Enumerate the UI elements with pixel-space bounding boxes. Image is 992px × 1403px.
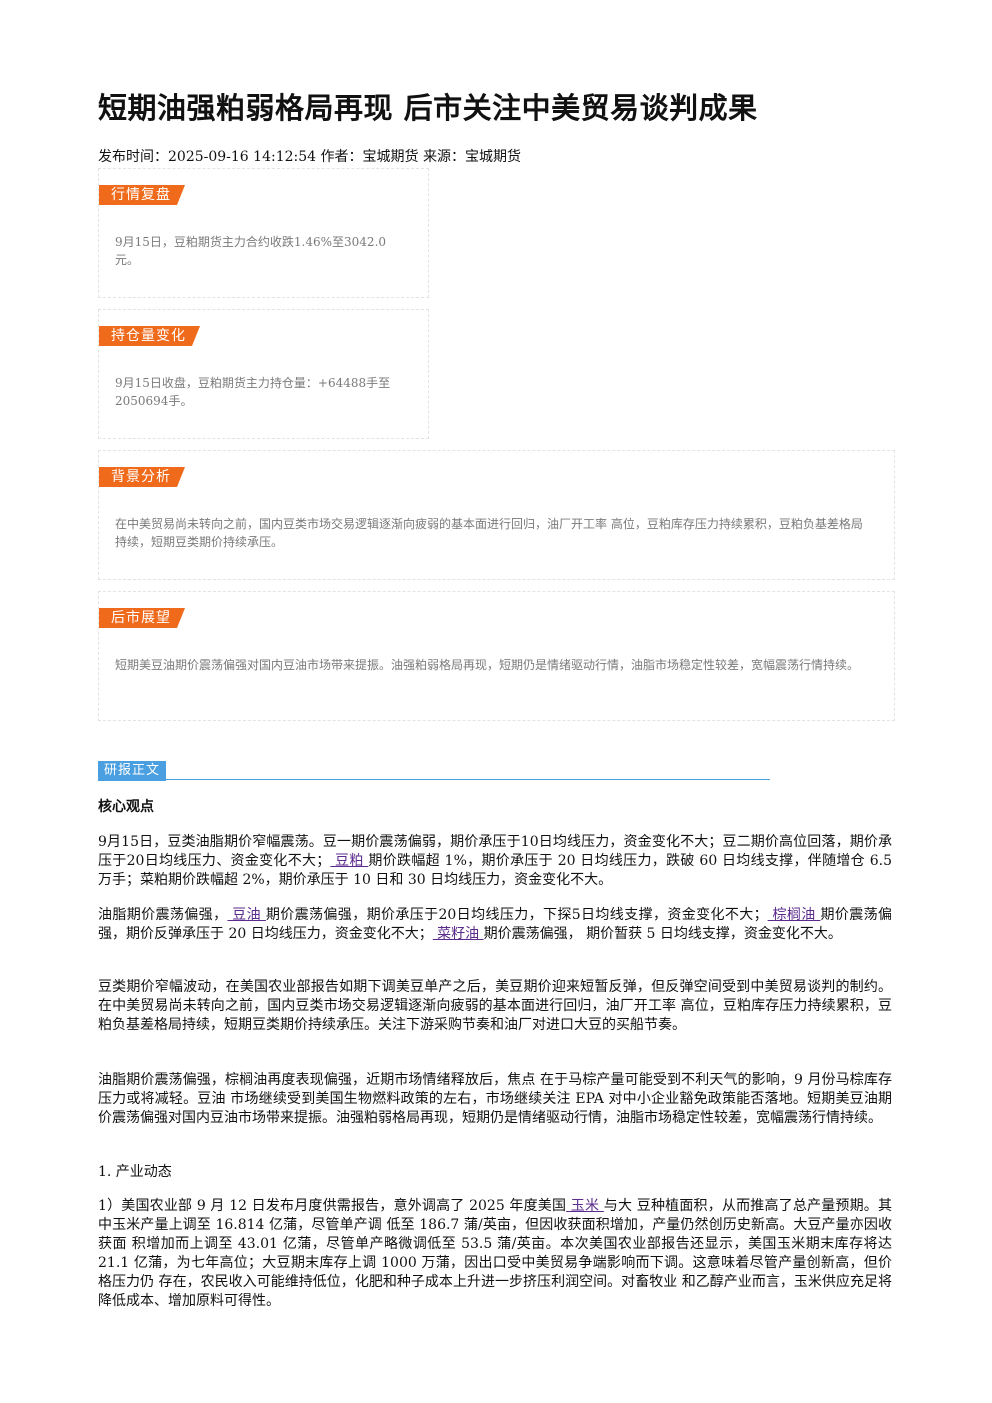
article-meta: 发布时间：2025-09-16 14:12:54 作者：宝城期货 来源：宝城期货 bbox=[98, 149, 521, 165]
summary-box-outlook: 后市展望 短期美豆油期价震荡偏强对国内豆油市场带来提振。油强粕弱格局再现，短期仍… bbox=[98, 591, 895, 721]
link-corn[interactable]: 玉米 bbox=[566, 1198, 604, 1214]
paragraph-2: 油脂期价震荡偏强， 豆油 期价震荡偏强，期价承压于20日均线压力，下探5日均线支… bbox=[98, 906, 892, 944]
paragraph-3: 豆类期价窄幅波动，在美国农业部报告如期下调美豆单产之后，美豆期价迎来短暂反弹，但… bbox=[98, 979, 892, 1033]
core-viewpoint-heading: 核心观点 bbox=[98, 799, 154, 815]
link-soybean-oil[interactable]: 豆油 bbox=[227, 907, 266, 923]
open-interest-text: 9月15日收盘，豆粕期货主力持仓量：+64488手至2050694手。 bbox=[115, 376, 391, 408]
tag-open-interest: 持仓量变化 bbox=[99, 326, 200, 346]
p1-text-a: 9月15日，豆类油脂期价窄幅震荡。豆一期价震荡偏弱，期价承压于10日均线压力，资… bbox=[98, 834, 892, 869]
tag-background: 背景分析 bbox=[99, 467, 185, 487]
p6-text-a: 1）美国农业部 9 月 12 日发布月度供需报告，意外调高了 2025 年度美国 bbox=[98, 1198, 567, 1214]
p2-text-a: 油脂期价震荡偏强， bbox=[98, 907, 228, 923]
section-heading-industry: 1. 产业动态 bbox=[98, 1164, 172, 1180]
paragraph-6: 1）美国农业部 9 月 12 日发布月度供需报告，意外调高了 2025 年度美国… bbox=[98, 1197, 892, 1311]
market-review-text: 9月15日，豆粕期货主力合约收跌1.46%至3042.0元。 bbox=[115, 235, 387, 267]
link-soymeal[interactable]: 豆粕 bbox=[330, 853, 369, 869]
background-text: 在中美贸易尚未转向之前，国内豆类市场交易逻辑逐渐向疲弱的基本面进行回归，油厂开工… bbox=[115, 517, 863, 549]
p2-text-d: 期价震荡偏强， 期价暂获 5 日均线支撑，资金变化不大。 bbox=[483, 926, 842, 942]
paragraph-4: 油脂期价震荡偏强，棕榈油再度表现偏强，近期市场情绪释放后，焦点 在于马棕产量可能… bbox=[98, 1072, 892, 1126]
summary-box-market-review: 行情复盘 9月15日，豆粕期货主力合约收跌1.46%至3042.0元。 bbox=[98, 168, 429, 298]
outlook-text: 短期美豆油期价震荡偏强对国内豆油市场带来提振。油强粕弱格局再现，短期仍是情绪驱动… bbox=[115, 658, 860, 672]
report-section-tag: 研报正文 bbox=[98, 761, 167, 781]
tag-market-review: 行情复盘 bbox=[99, 185, 185, 205]
link-palm-oil[interactable]: 棕榈油 bbox=[767, 907, 821, 923]
p2-text-c: 期价震荡偏强，期价反弹承压于 20 日均线压力，资金变化不大； bbox=[98, 907, 893, 942]
link-rapeseed-oil[interactable]: 菜籽油 bbox=[432, 926, 484, 942]
p6-text-b: 与大 豆种植面积，从而推高了总产量预期。其中玉米产量上调至 16.814 亿蒲，… bbox=[98, 1198, 892, 1309]
summary-box-background: 背景分析 在中美贸易尚未转向之前，国内豆类市场交易逻辑逐渐向疲弱的基本面进行回归… bbox=[98, 450, 895, 580]
p1-text-b: 期价跌幅超 1%，期价承压于 20 日均线压力，跌破 60 日均线支撑，伴随增仓… bbox=[98, 853, 892, 888]
tag-outlook: 后市展望 bbox=[99, 608, 185, 628]
section-divider bbox=[98, 779, 770, 780]
summary-box-open-interest: 持仓量变化 9月15日收盘，豆粕期货主力持仓量：+64488手至2050694手… bbox=[98, 309, 429, 439]
article-title: 短期油强粕弱格局再现 后市关注中美贸易谈判成果 bbox=[98, 91, 758, 125]
paragraph-1: 9月15日，豆类油脂期价窄幅震荡。豆一期价震荡偏弱，期价承压于10日均线压力，资… bbox=[98, 833, 892, 890]
p2-text-b: 期价震荡偏强，期价承压于20日均线压力，下探5日均线支撑，资金变化不大； bbox=[265, 907, 768, 923]
